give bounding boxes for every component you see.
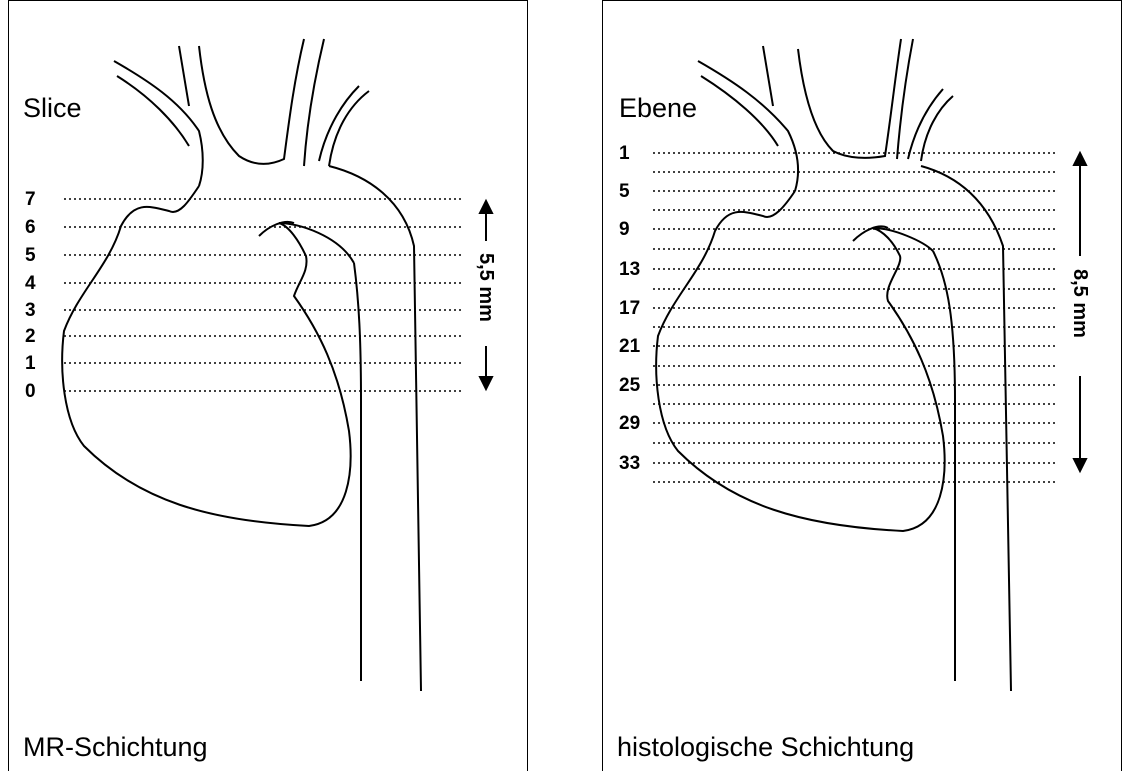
section-label: 1 [619, 144, 630, 163]
section-label: 17 [619, 299, 640, 318]
panel-heading: Slice [23, 93, 82, 124]
slice-label: 6 [25, 218, 36, 237]
slice-label: 7 [25, 190, 36, 209]
slice-label: 5 [25, 246, 36, 265]
scale-label: 8,5 mm [1068, 269, 1091, 338]
panel-heading: Ebene [619, 93, 697, 124]
slice-label: 2 [25, 327, 36, 346]
panel-caption: MR-Schichtung [23, 732, 208, 763]
section-label: 25 [619, 376, 640, 395]
slice-label: 3 [25, 301, 36, 320]
panel-caption: histologische Schichtung [617, 732, 914, 763]
section-label: 33 [619, 454, 640, 473]
section-label: 29 [619, 414, 640, 433]
section-label: 21 [619, 337, 640, 356]
panel-histological-slicing: Ebene 1 5 9 13 17 21 25 29 33 8,5 mm his… [602, 0, 1122, 771]
section-label: 13 [619, 260, 640, 279]
slice-label: 0 [25, 382, 36, 401]
slice-label: 4 [25, 274, 36, 293]
slice-label: 1 [25, 354, 36, 373]
section-label: 9 [619, 220, 630, 239]
panel-mr-slicing: Slice 7 6 5 4 3 2 1 0 5,5 mm MR-Schichtu… [8, 0, 528, 771]
heart-outline-mr [9, 1, 529, 772]
section-label: 5 [619, 182, 630, 201]
scale-label: 5,5 mm [474, 253, 497, 322]
